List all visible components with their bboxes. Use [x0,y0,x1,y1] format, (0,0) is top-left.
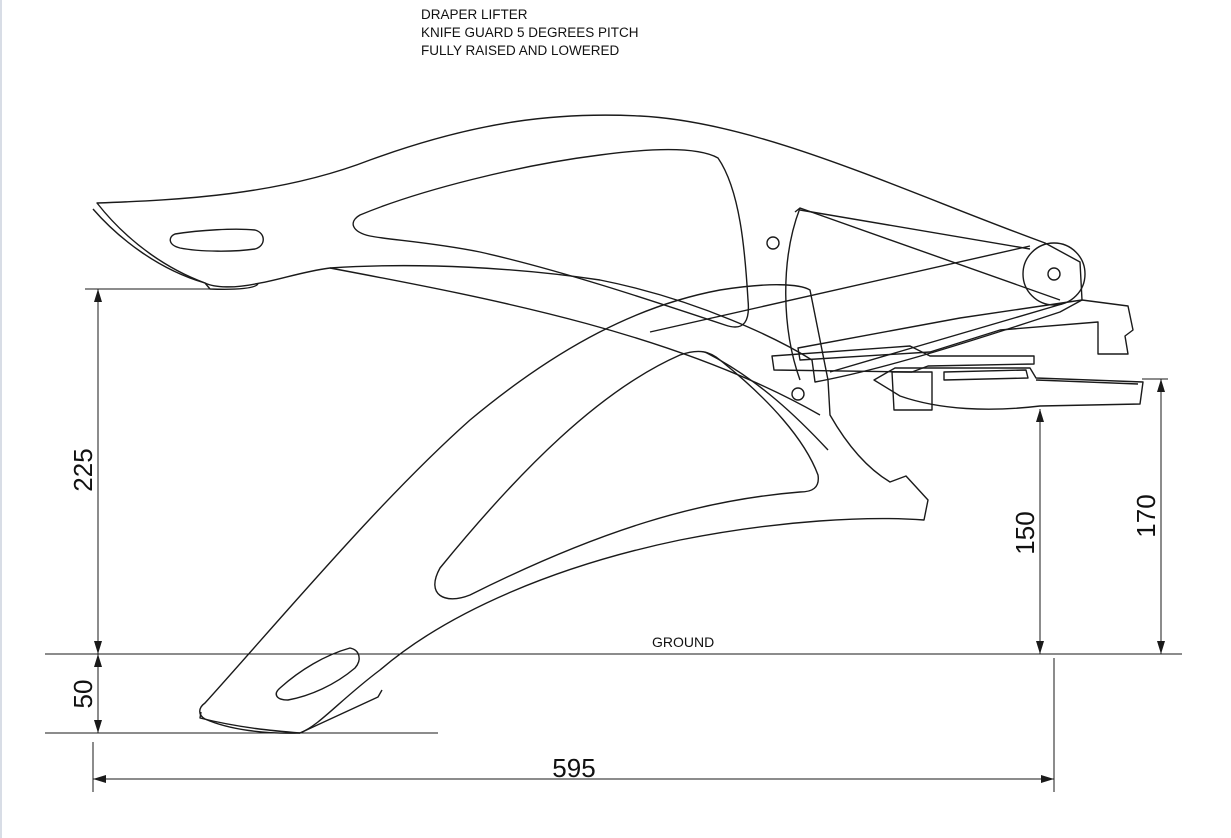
lowered-lifter [199,267,929,734]
draper-roller-hub [1047,267,1061,281]
raised-deflector-plate [794,207,1061,301]
belt-top [649,245,1031,333]
lowered-lifter-slot [275,647,360,701]
raised-lifter-window [352,148,750,328]
lowered-lifter-window [434,350,819,600]
guard-mid-plate [771,345,1035,373]
raised-lifter-skid [92,208,259,290]
dimension-225-label: 225 [68,448,98,491]
title-line-2: KNIFE GUARD 5 DEGREES PITCH [421,25,639,40]
guard-finger [943,369,1029,381]
lowered-pivot-hole [791,387,805,401]
page-edge [0,0,2,838]
dimension-150-label: 150 [1010,511,1040,554]
guard-lowered [873,367,1144,410]
title-line-3: FULLY RAISED AND LOWERED [421,43,620,58]
raised-lifter [92,114,1083,383]
raised-pivot-hole [766,236,780,250]
dimension-50-label: 50 [68,680,98,709]
dimension-50: 50 [45,654,438,734]
guard-finger-lower [1035,379,1139,385]
dimension-170: 170 [1131,378,1168,654]
ground-label: GROUND [652,634,714,650]
belt-lower [829,303,1063,373]
dimension-595-label: 595 [552,753,595,783]
draper-roller [1022,242,1086,306]
lowered-link [329,267,821,416]
dimension-595: 595 [92,658,1055,792]
guard-raised [797,299,1134,361]
belt-upper-raised [799,209,1031,250]
raised-deflector [785,207,801,381]
raised-lifter-slot [169,228,264,252]
dimension-170-label: 170 [1131,494,1161,537]
dimension-150: 150 [1010,409,1044,654]
dimension-225: 225 [68,288,210,654]
knife-guard [771,299,1144,411]
knife-back [891,371,933,411]
title-line-1: DRAPER LIFTER [421,7,528,22]
draper-belt [649,207,1086,381]
lowered-front-edge [704,351,829,451]
raised-lifter-outline [96,114,1083,383]
